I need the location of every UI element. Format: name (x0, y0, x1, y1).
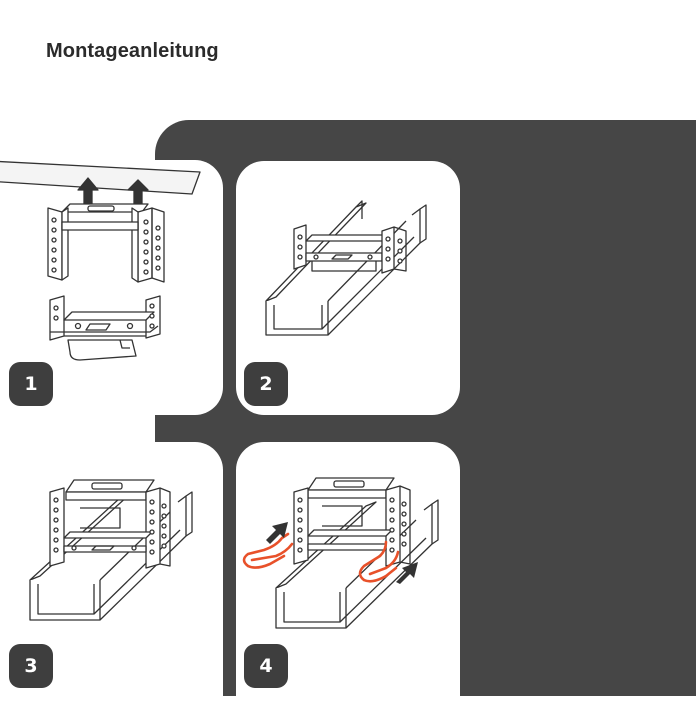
page-title: Montageanleitung (46, 40, 219, 62)
step-2-illustration (265, 200, 427, 336)
step-1-badge: 1 (9, 362, 53, 406)
step-1-illustration (0, 160, 201, 361)
step-4-illustration (242, 477, 439, 629)
step-2-badge: 2 (244, 362, 288, 406)
step-3-badge: 3 (9, 644, 53, 688)
step-4-badge: 4 (244, 644, 288, 688)
step-3-illustration (29, 479, 193, 621)
